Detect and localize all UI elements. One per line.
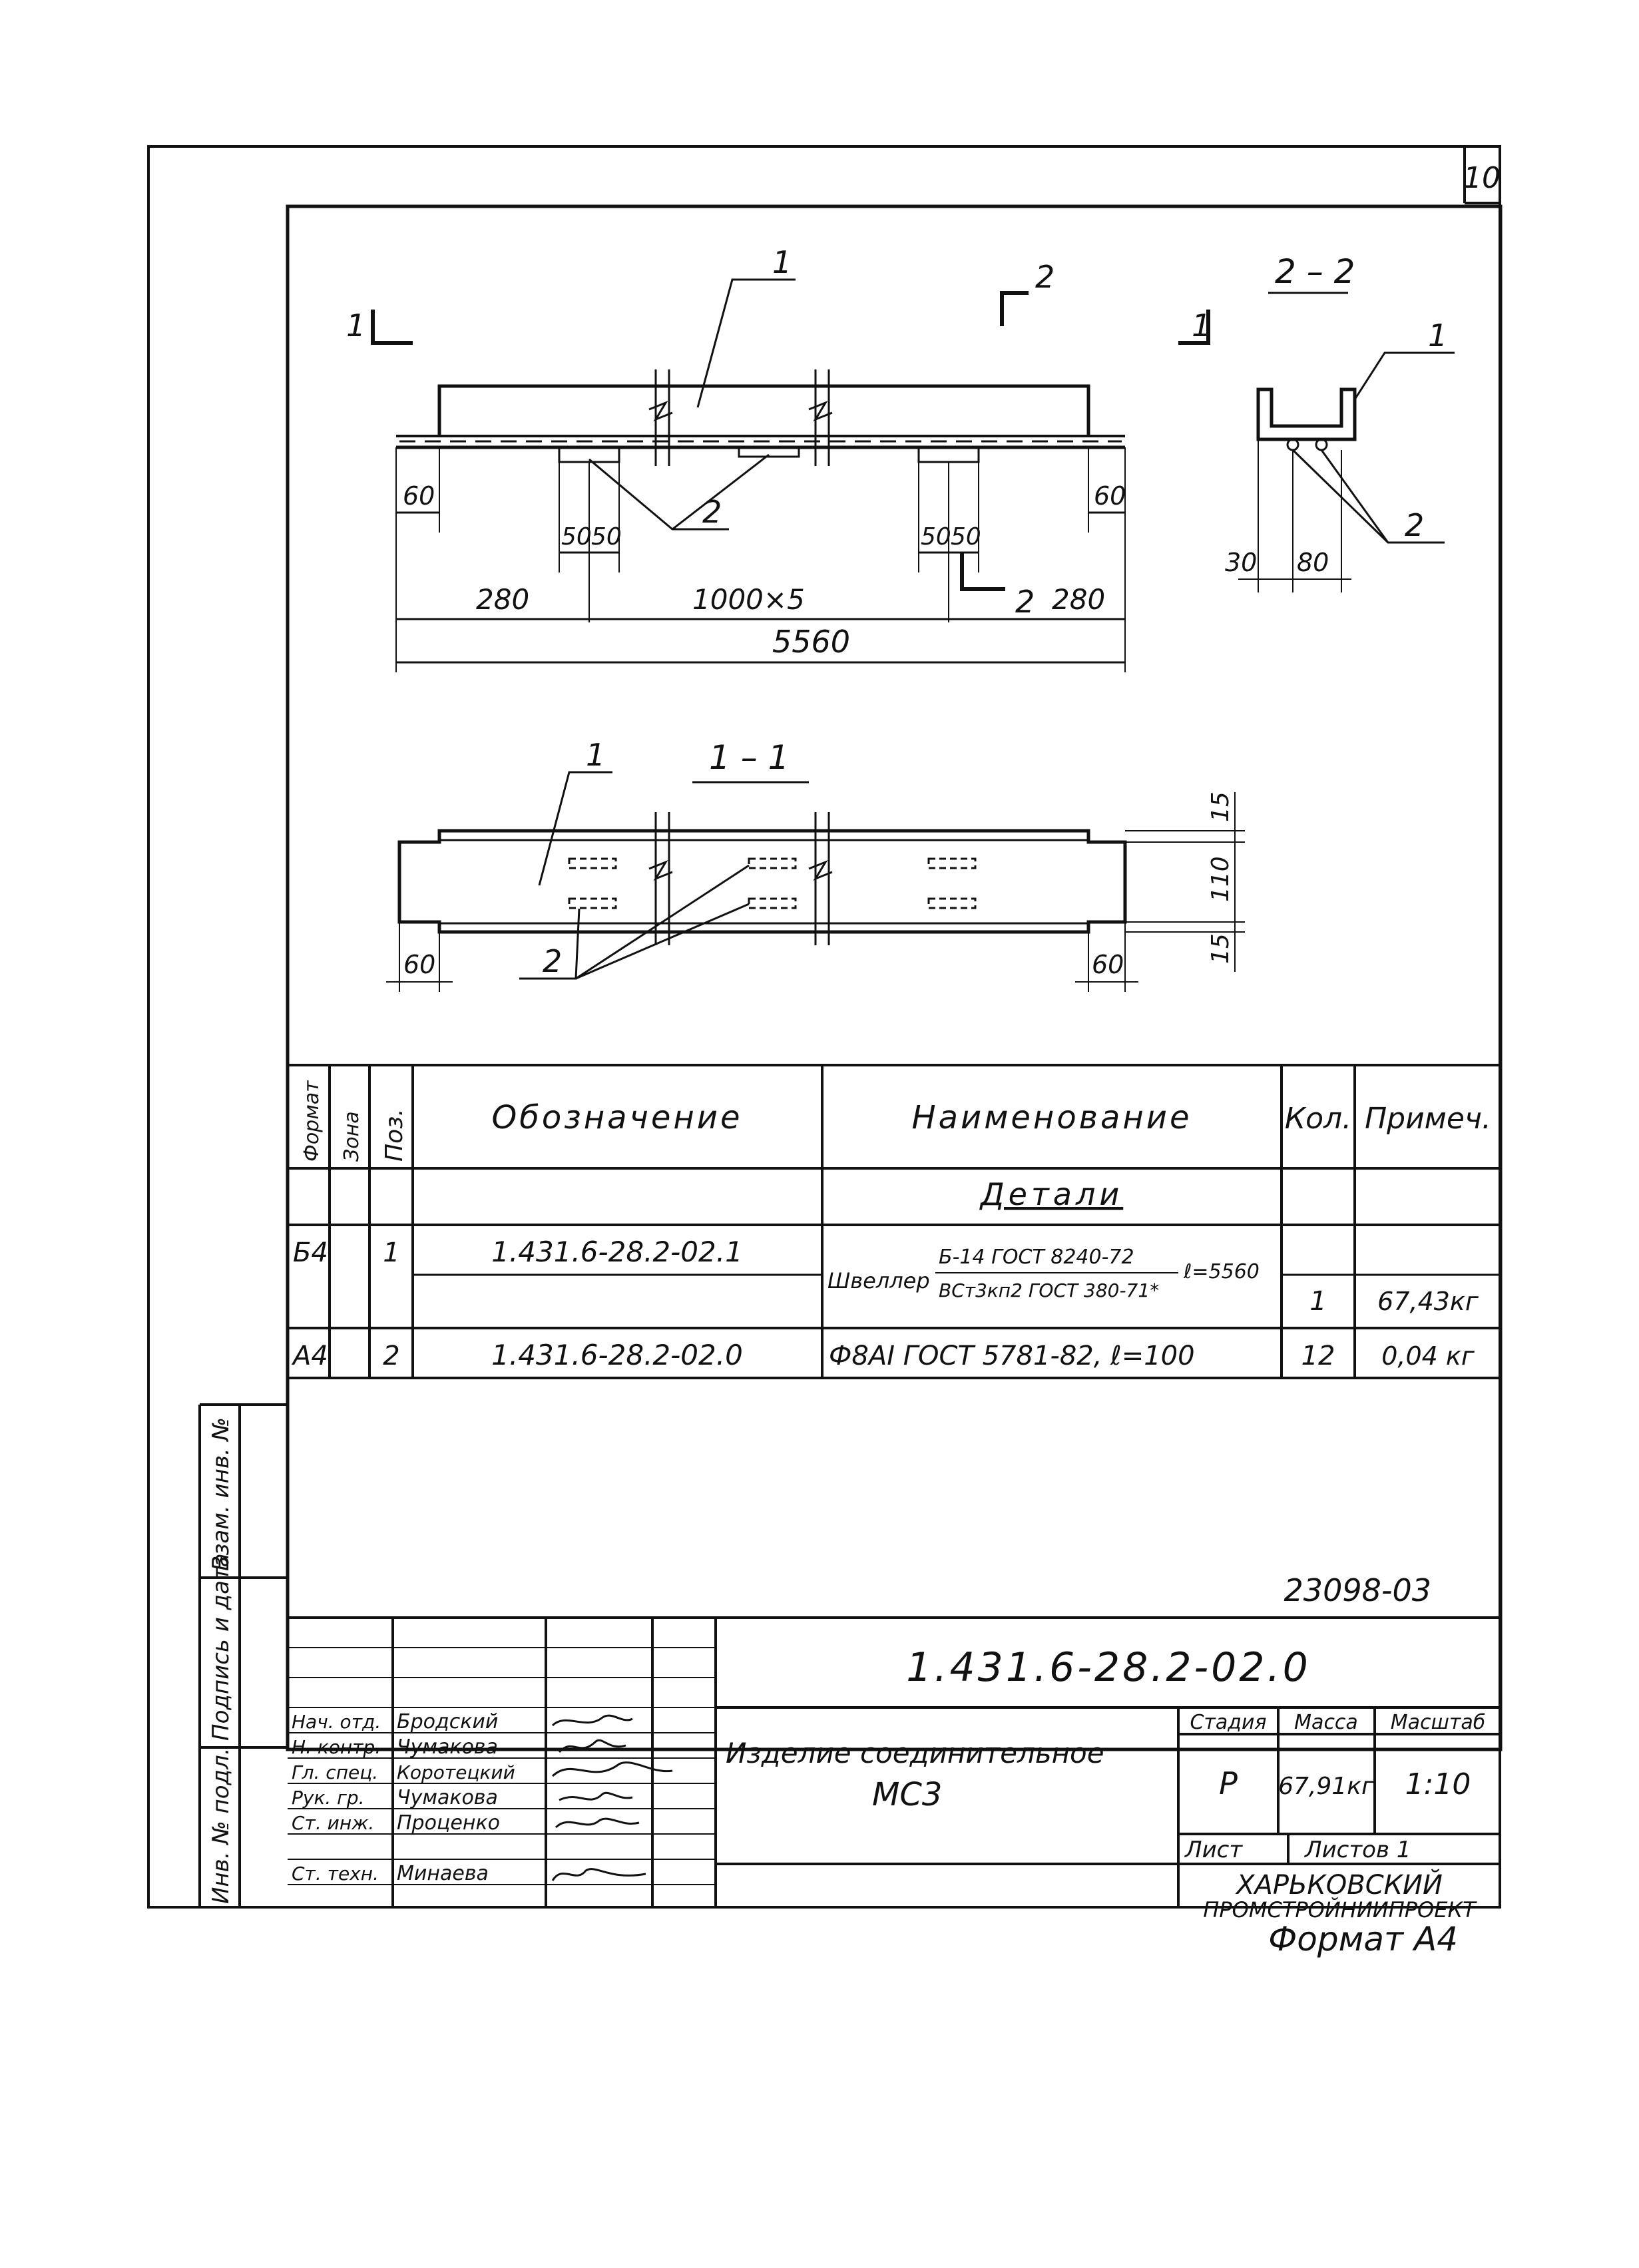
header-name: Наименование xyxy=(911,1099,1192,1136)
row1-note: 67,43кг xyxy=(1377,1287,1479,1316)
stage-value: Р xyxy=(1219,1765,1238,1801)
dim-50a: 50 xyxy=(561,523,592,551)
signatures xyxy=(551,1714,673,1881)
row1-name-top: Б-14 ГОСТ 8240-72 xyxy=(939,1246,1134,1269)
staff-role: Н. контр. xyxy=(292,1736,381,1758)
dim-110: 110 xyxy=(1207,856,1234,902)
section-mark-bottom: 2 xyxy=(1015,584,1035,620)
dim-30: 30 xyxy=(1225,548,1257,577)
row2-designation: 1.431.6-28.2-02.0 xyxy=(491,1339,743,1371)
product-name-line2: МС3 xyxy=(872,1776,942,1813)
dim-15-top: 15 xyxy=(1207,792,1234,822)
mass-label: Масса xyxy=(1294,1711,1358,1734)
callout-1-1-2: 2 xyxy=(543,943,562,979)
row2-note: 0,04 кг xyxy=(1381,1341,1475,1371)
scale-value: 1:10 xyxy=(1405,1767,1471,1801)
outer-border xyxy=(147,145,1501,1909)
archive-number: 23098-03 xyxy=(1284,1572,1431,1608)
org-line1: ХАРЬКОВСКИЙ xyxy=(1235,1869,1443,1901)
dim-80: 80 xyxy=(1297,548,1329,577)
row2-name: Ф8АI ГОСТ 5781-82, ℓ=100 xyxy=(829,1341,1195,1371)
staff-role: Ст. инж. xyxy=(292,1812,374,1834)
dim-60-left: 60 xyxy=(403,481,435,511)
dim-280-right: 280 xyxy=(1052,583,1105,616)
callout-2-2-2: 2 xyxy=(1405,507,1424,543)
sheets-label: Листов 1 xyxy=(1303,1837,1411,1863)
header-pos: Поз. xyxy=(381,1108,408,1162)
dim-15-bottom: 15 xyxy=(1207,933,1234,964)
staff-role: Нач. отд. xyxy=(292,1711,381,1733)
side-label-vzam: Взам. инв. № xyxy=(208,1417,234,1571)
row1-pos: 1 xyxy=(383,1238,399,1268)
row1-name-suffix: ℓ=5560 xyxy=(1183,1260,1260,1283)
header-zone: Зона xyxy=(340,1111,363,1162)
callout-2-label: 2 xyxy=(702,494,722,530)
scale-label: Масштаб xyxy=(1391,1711,1486,1734)
section-1-1: 1 – 1 1 2 15 xyxy=(386,737,1245,992)
dim-1000x5: 1000×5 xyxy=(692,583,805,616)
sheet-label: Лист xyxy=(1184,1837,1243,1863)
callout-1-label: 1 xyxy=(772,244,792,280)
section-mark-left: 1 xyxy=(346,308,365,343)
row2-format: А4 xyxy=(291,1341,328,1371)
staff-name: Чумакова xyxy=(397,1786,498,1809)
header-designation: Обозначение xyxy=(491,1099,742,1136)
mass-value: 67,91кг xyxy=(1278,1773,1375,1800)
section-1-1-title: 1 – 1 xyxy=(709,738,789,777)
callout-2-2-1: 1 xyxy=(1428,318,1447,353)
doc-code: 1.431.6-28.2-02.0 xyxy=(906,1644,1311,1691)
dim-1-1-60-left: 60 xyxy=(403,950,435,979)
staff-name: Минаева xyxy=(397,1862,489,1885)
staff-role: Ст. техн. xyxy=(292,1863,379,1885)
page-number: 10 xyxy=(1463,161,1501,195)
section-title-details: Детали xyxy=(979,1176,1124,1212)
product-name-line1: Изделие соединительное xyxy=(726,1737,1104,1769)
format-note: Формат А4 xyxy=(1268,1920,1458,1958)
row1-format: Б4 xyxy=(293,1238,328,1268)
dim-280-left: 280 xyxy=(476,583,529,616)
row2-pos: 2 xyxy=(383,1341,399,1371)
row1-qty: 1 xyxy=(1309,1286,1326,1317)
title-block: 1.431.6-28.2-02.0 Изделие соединительное… xyxy=(288,1616,1501,1923)
row2-qty: 12 xyxy=(1301,1341,1335,1371)
header-note: Примеч. xyxy=(1365,1102,1491,1136)
side-label-podpis: Подпись и дата xyxy=(208,1553,234,1741)
side-label-inv: Инв. № подл. xyxy=(208,1747,234,1904)
dim-50b: 50 xyxy=(591,523,622,551)
staff-name: Чумакова xyxy=(397,1735,498,1759)
dim-60-right: 60 xyxy=(1094,481,1126,511)
stage-label: Стадия xyxy=(1190,1711,1266,1734)
inner-frame xyxy=(286,204,1503,1751)
staff-role: Гл. спец. xyxy=(292,1761,378,1783)
dim-50c: 50 xyxy=(921,523,951,551)
plan-view: 1 2 1 1 2 2 xyxy=(346,244,1211,672)
dim-50d: 50 xyxy=(951,523,981,551)
staff-name: Проценко xyxy=(397,1811,500,1835)
header-format: Формат xyxy=(300,1080,324,1162)
section-mark-top: 2 xyxy=(1035,259,1054,295)
section-2-2: 2 – 2 1 2 30 80 xyxy=(1225,252,1455,592)
section-2-2-title: 2 – 2 xyxy=(1275,252,1355,291)
row1-name-prefix: Швеллер xyxy=(827,1268,930,1293)
header-qty: Кол. xyxy=(1285,1102,1351,1136)
dim-1-1-60-right: 60 xyxy=(1092,950,1124,979)
row1-designation: 1.431.6-28.2-02.1 xyxy=(491,1236,743,1268)
dim-5560: 5560 xyxy=(772,624,850,660)
section-mark-right: 1 xyxy=(1192,308,1211,343)
spec-table: Формат Зона Поз. Обозначение Наименовани… xyxy=(288,1064,1501,1379)
staff-name: Бродский xyxy=(397,1710,498,1733)
staff-role: Рук. гр. xyxy=(292,1787,365,1809)
callout-1-1-1: 1 xyxy=(586,737,605,773)
staff-name: Коротецкий xyxy=(397,1761,515,1783)
row1-name-bottom: ВСт3кп2 ГОСТ 380-71* xyxy=(939,1279,1159,1301)
side-strip: Взам. инв. № Подпись и дата Инв. № подл. xyxy=(198,1403,288,1907)
org-line2: ПРОМСТРОЙНИИПРОЕКТ xyxy=(1203,1897,1477,1923)
